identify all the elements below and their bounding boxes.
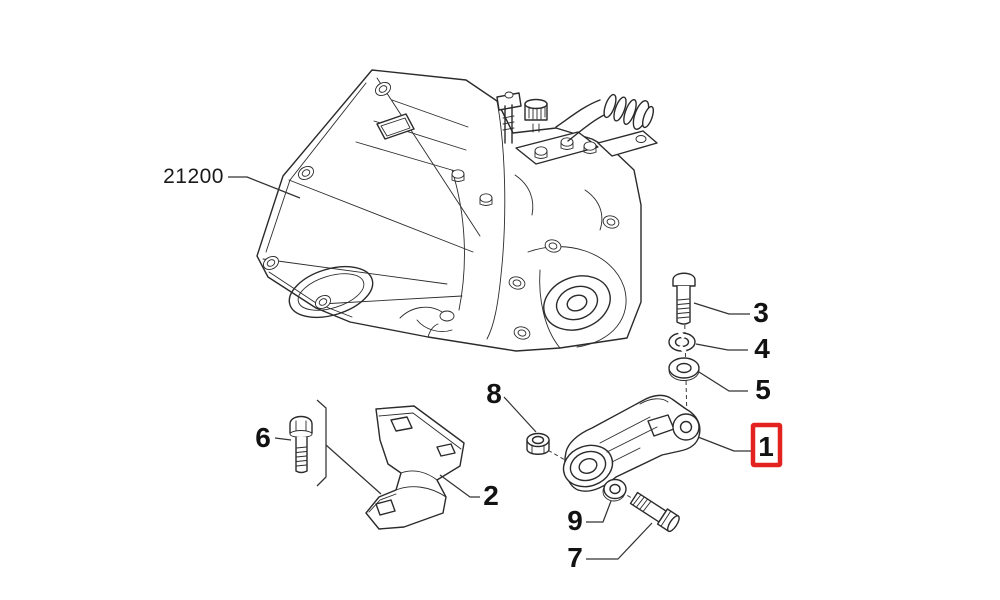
callout-3-label[interactable]: 3 <box>753 297 769 328</box>
callout-2-label[interactable]: 2 <box>483 480 499 511</box>
bolt-6 <box>289 415 313 474</box>
callout-6[interactable]: 6 <box>255 422 292 453</box>
bolt-3 <box>672 272 696 325</box>
callout-7-label[interactable]: 7 <box>567 542 583 573</box>
main-part-number-text[interactable]: 21200 <box>163 165 224 188</box>
callout-1-label[interactable]: 1 <box>758 431 774 462</box>
callout-8[interactable]: 8 <box>486 378 537 433</box>
callout-7[interactable]: 7 <box>567 522 653 573</box>
gearbox-drawing <box>256 69 658 352</box>
callout-9-label[interactable]: 9 <box>567 505 583 536</box>
bolt-7 <box>629 491 680 533</box>
callout-8-label[interactable]: 8 <box>486 378 502 409</box>
callout-1-highlighted[interactable]: 1 <box>697 422 783 468</box>
callout-5-label[interactable]: 5 <box>755 374 771 405</box>
mount-arm-1 <box>562 394 701 492</box>
callout-6-label[interactable]: 6 <box>255 422 271 453</box>
bracket-2 <box>365 405 465 530</box>
nut-8 <box>526 432 550 455</box>
callout-9[interactable]: 9 <box>567 500 612 536</box>
callout-5[interactable]: 5 <box>698 371 771 405</box>
callout-3[interactable]: 3 <box>693 297 769 328</box>
highlight-box[interactable] <box>750 422 783 468</box>
main-part-label[interactable]: 21200 <box>163 165 301 199</box>
callout-4-label[interactable]: 4 <box>754 333 770 364</box>
callout-4[interactable]: 4 <box>695 333 770 364</box>
circlip-4 <box>668 329 696 354</box>
washer-9 <box>602 478 627 502</box>
callout-2[interactable]: 2 <box>439 474 499 511</box>
washer-5 <box>668 357 700 381</box>
group-bracket <box>316 399 382 495</box>
